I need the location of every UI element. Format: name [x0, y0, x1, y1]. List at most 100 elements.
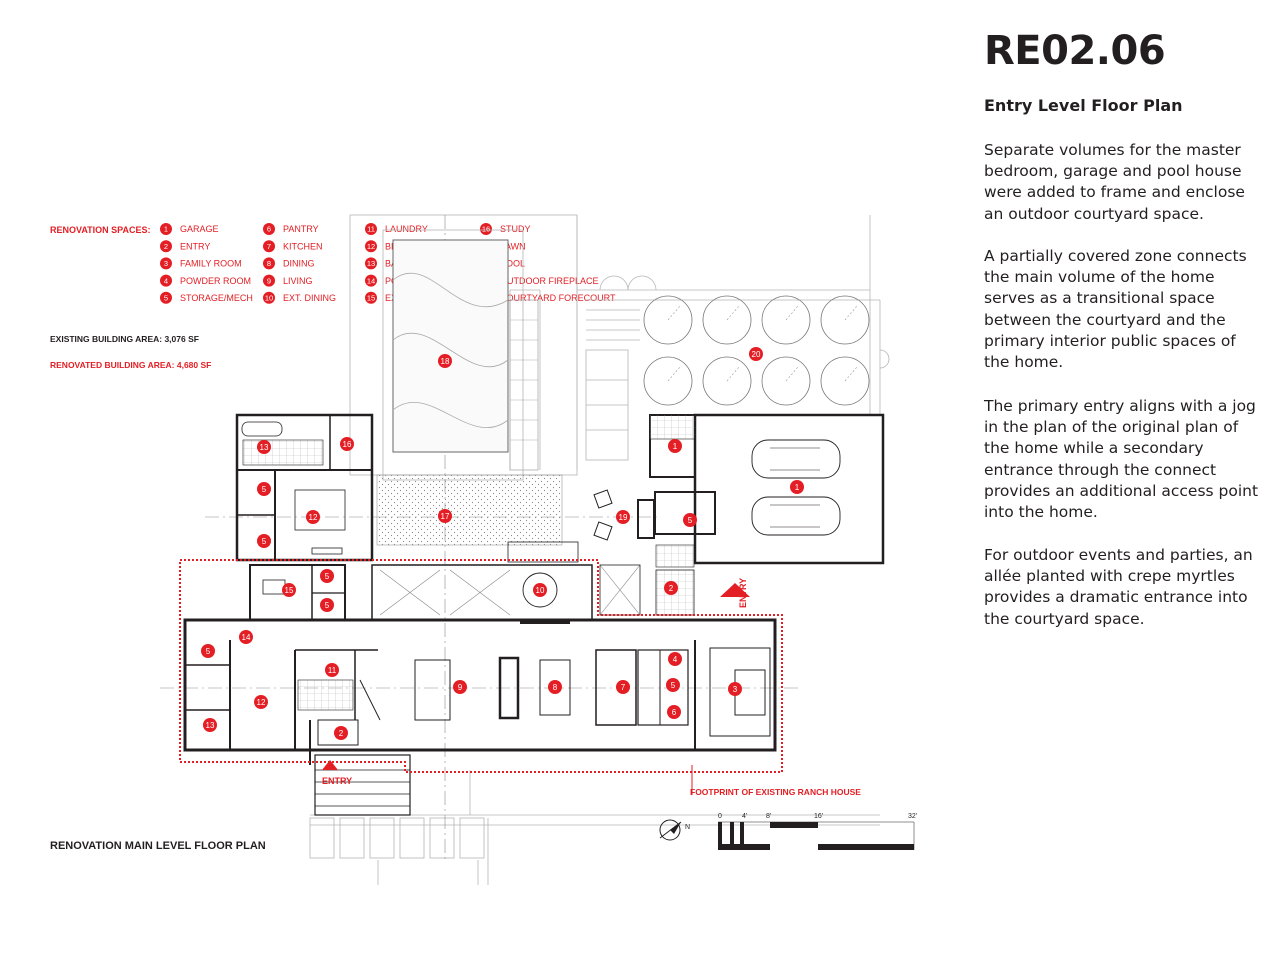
room-tag-number: 9: [458, 683, 463, 692]
room-tag: 7: [616, 680, 630, 694]
room-tag: 5: [683, 513, 697, 527]
room-tag-number: 16: [343, 440, 352, 449]
room-tag-badge: [666, 678, 680, 692]
legend-heading: RENOVATION SPACES:: [50, 225, 151, 235]
plan-title: RENOVATION MAIN LEVEL FLOOR PLAN: [50, 840, 266, 852]
room-tag: 9: [453, 680, 467, 694]
legend-label: COURTYARD FORECOURT: [500, 293, 616, 303]
legend-label: ENTRY: [180, 241, 210, 251]
room-tag-badge: [453, 680, 467, 694]
legend-number-badge: [365, 291, 377, 304]
tree-icon: [820, 295, 870, 345]
room-tag: 12: [254, 695, 268, 709]
footprint-label: FOOTPRINT OF EXISTING RANCH HOUSE: [690, 787, 861, 797]
legend-number-badge: [263, 291, 275, 304]
legend-label: POWDER ROOM: [180, 276, 251, 286]
tree-icon: [702, 356, 752, 406]
room-tag-number: 2: [339, 729, 344, 738]
room-tag-number: 11: [328, 666, 337, 675]
room-tag-number: 12: [309, 513, 318, 522]
room-tag-number: 5: [262, 485, 267, 494]
tree-canopy-line: [667, 366, 681, 382]
legend-number: 8: [267, 259, 271, 268]
room-tag: 14: [239, 630, 253, 644]
tree-icon: [702, 295, 752, 345]
room-tag-badge: [257, 440, 271, 454]
room-tag-number: 3: [733, 685, 738, 694]
connector-volume: [249, 564, 695, 621]
legend-number: 14: [367, 276, 375, 285]
legend-number-badge: [480, 223, 492, 235]
room-tag-number: 15: [285, 586, 294, 595]
north-label: N: [685, 824, 690, 831]
room-tag-number: 18: [441, 357, 450, 366]
lawn-area: [376, 474, 563, 546]
tree-icon: [761, 356, 811, 406]
room-tag: 8: [548, 680, 562, 694]
room-tag-number: 12: [257, 698, 266, 707]
room-tag-number: 1: [795, 483, 800, 492]
scale-label: 16': [814, 813, 823, 820]
legend-number: 12: [367, 242, 375, 251]
legend-label: LAWN: [500, 241, 526, 251]
room-tag-number: 1: [673, 442, 678, 451]
room-tag-badge: [664, 581, 678, 595]
room-tag-badge: [239, 630, 253, 644]
master-wing: [235, 413, 374, 562]
room-tag-number: 7: [621, 683, 626, 692]
room-tag-badge: [334, 726, 348, 740]
room-tag: 5: [201, 644, 215, 658]
legend-label: EXT. DINING: [283, 293, 336, 303]
legend-number-badge: [160, 291, 172, 304]
legend-number-badge: [160, 257, 172, 270]
room-tag-badge: [257, 534, 271, 548]
room-tag-badge: [548, 680, 562, 694]
main-house: [183, 618, 777, 816]
room-tag-number: 17: [441, 512, 450, 521]
room-tag: 1: [668, 439, 682, 453]
legend-number: 13: [367, 259, 375, 268]
room-tag: 5: [320, 569, 334, 583]
room-tag-badge: [203, 718, 217, 732]
room-tag: 1: [790, 480, 804, 494]
room-tag-badge: [340, 437, 354, 451]
room-tag-badge: [749, 347, 763, 361]
room-tag: 5: [257, 482, 271, 496]
legend-label: POOL: [500, 259, 525, 269]
room-tag-number: 10: [536, 586, 545, 595]
room-tag-number: 13: [260, 443, 269, 452]
legend-label: OUTDOOR FIREPLACE: [500, 276, 599, 286]
tree-icon: [761, 295, 811, 345]
room-tag-badge: [728, 682, 742, 696]
room-tag-badge: [257, 482, 271, 496]
scale-label: 32': [908, 813, 917, 820]
room-tag: 10: [533, 583, 547, 597]
legend-number: 15: [367, 294, 375, 303]
room-tag-number: 5: [262, 537, 267, 546]
legend-label: LIVING: [283, 276, 313, 286]
room-tag: 4: [668, 652, 682, 666]
room-tag: 5: [666, 678, 680, 692]
room-tag: 12: [306, 510, 320, 524]
scale-label: 0: [718, 813, 722, 820]
room-tag: 18: [438, 354, 452, 368]
room-tag-badge: [533, 583, 547, 597]
tree-icon: [643, 295, 693, 345]
legend-number-badge: [263, 257, 275, 270]
room-tag-number: 8: [553, 683, 558, 692]
legend-number-badge: [365, 223, 377, 235]
room-tag: 2: [664, 581, 678, 595]
description-paragraph-2: A partially covered zone connects the ma…: [984, 247, 1247, 372]
tree-canopy-line: [844, 366, 858, 382]
room-tag-number: 14: [242, 633, 251, 642]
legend-number-badge: [263, 240, 275, 253]
room-tag-number: 5: [206, 647, 211, 656]
